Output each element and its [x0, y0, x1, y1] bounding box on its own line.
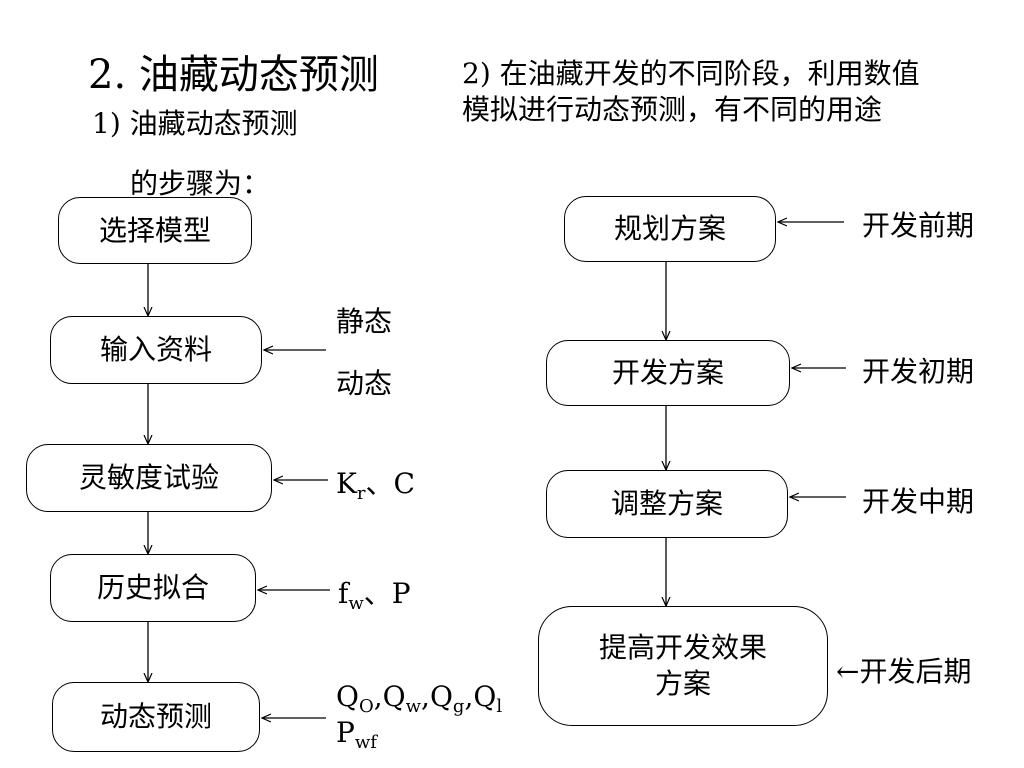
step-sensitivity-test: 灵敏度试验 — [26, 444, 272, 512]
plan-development: 开发方案 — [546, 340, 790, 406]
stage-early: 开发前期 — [862, 209, 975, 242]
step-dynamic-prediction: 动态预测 — [52, 682, 260, 752]
note-pwf: Pwf — [336, 716, 377, 753]
step-select-model: 选择模型 — [58, 197, 252, 264]
note-kr-c: Kr、C — [336, 467, 415, 504]
plan-development-label: 开发方案 — [611, 356, 724, 389]
stage-middle: 开发中期 — [862, 485, 975, 518]
step-history-match-label: 历史拟合 — [96, 571, 209, 604]
step-select-model-label: 选择模型 — [98, 213, 211, 247]
left-heading: 1) 油藏动态预测 — [92, 107, 298, 140]
stage-initial: 开发初期 — [862, 355, 975, 388]
step-sensitivity-test-label: 灵敏度试验 — [78, 461, 219, 494]
plan-adjustment-label: 调整方案 — [610, 487, 723, 520]
note-q-values: QO,Qw,Qg,Ql — [336, 680, 503, 717]
right-heading-line1: 2) 在油藏开发的不同阶段，利用数值 — [462, 57, 920, 90]
step-dynamic-prediction-label: 动态预测 — [99, 700, 212, 733]
stage-late: ←开发后期 — [836, 655, 972, 688]
right-heading-line2: 模拟进行动态预测，有不同的用途 — [462, 93, 883, 126]
step-history-match: 历史拟合 — [50, 554, 256, 622]
step-input-data-label: 输入资料 — [99, 333, 212, 366]
note-dynamic: 动态 — [336, 367, 393, 400]
note-fw-p: fw、P — [338, 577, 411, 614]
plan-improve-effect-line2: 方案 — [654, 667, 711, 700]
left-heading-line2: 的步骤为： — [130, 167, 271, 200]
step-input-data: 输入资料 — [50, 316, 262, 384]
note-static: 静态 — [336, 305, 393, 338]
plan-improve-effect: 提高开发效果 方案 — [538, 606, 828, 726]
plan-improve-effect-line1: 提高开发效果 — [598, 631, 767, 664]
plan-planning-label: 规划方案 — [613, 212, 726, 245]
page-title: 2. 油藏动态预测 — [88, 52, 379, 98]
plan-planning: 规划方案 — [564, 196, 776, 262]
plan-adjustment: 调整方案 — [546, 470, 788, 538]
